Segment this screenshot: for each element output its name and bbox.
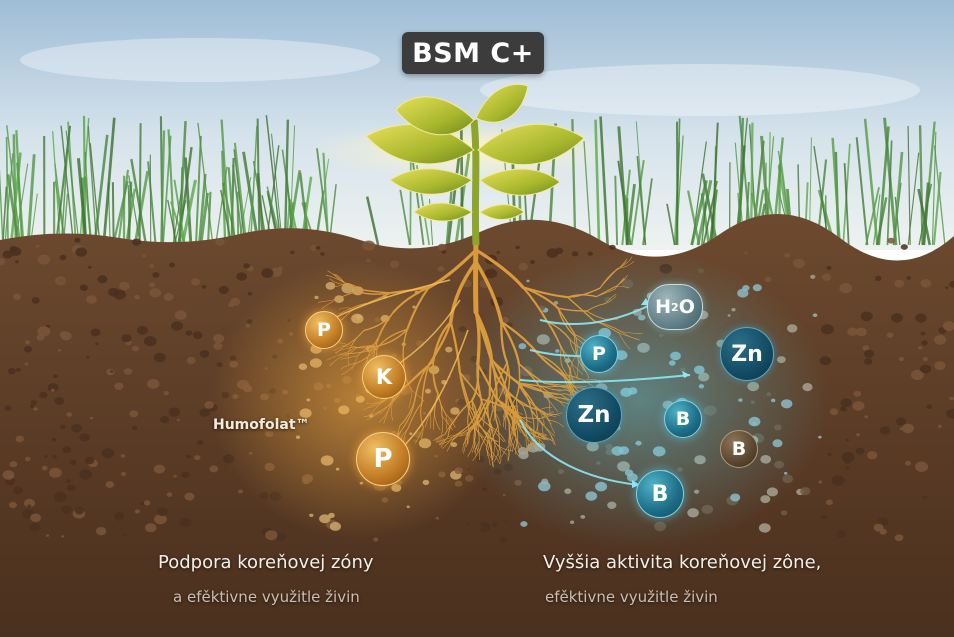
nutrient-b-bubble: B — [636, 470, 684, 518]
nutrient-p-bubble: P — [305, 311, 343, 349]
nutrient-zn-bubble: Zn — [566, 387, 622, 443]
nutrient-p-bubble: P — [356, 432, 410, 486]
plant-stem — [470, 119, 480, 246]
nutrient-b-bubble: B — [664, 400, 702, 438]
left-caption-sub: a efěktivne využitle živin — [173, 588, 360, 606]
nutrient-zn-bubble: Zn — [720, 327, 774, 381]
right-caption-sub: efěktivne využitle živin — [545, 588, 718, 606]
page-title: BSM C+ — [412, 37, 534, 69]
left-caption-main: Podpora koreňovej zóny — [158, 552, 374, 573]
right-caption-main: Vyššia aktivita koreňovej zône, — [543, 552, 822, 573]
nutrient-b-bubble: B — [720, 430, 758, 468]
water-glow-right — [450, 250, 830, 550]
plant-leaves — [365, 83, 585, 222]
title-badge: BSM C+ — [402, 32, 544, 74]
nutrient-p-bubble: P — [580, 335, 618, 373]
humofolat-label: Humofolat™ — [213, 417, 310, 433]
nutrient-k-bubble: K — [362, 355, 406, 399]
root-glow-left — [210, 260, 510, 540]
